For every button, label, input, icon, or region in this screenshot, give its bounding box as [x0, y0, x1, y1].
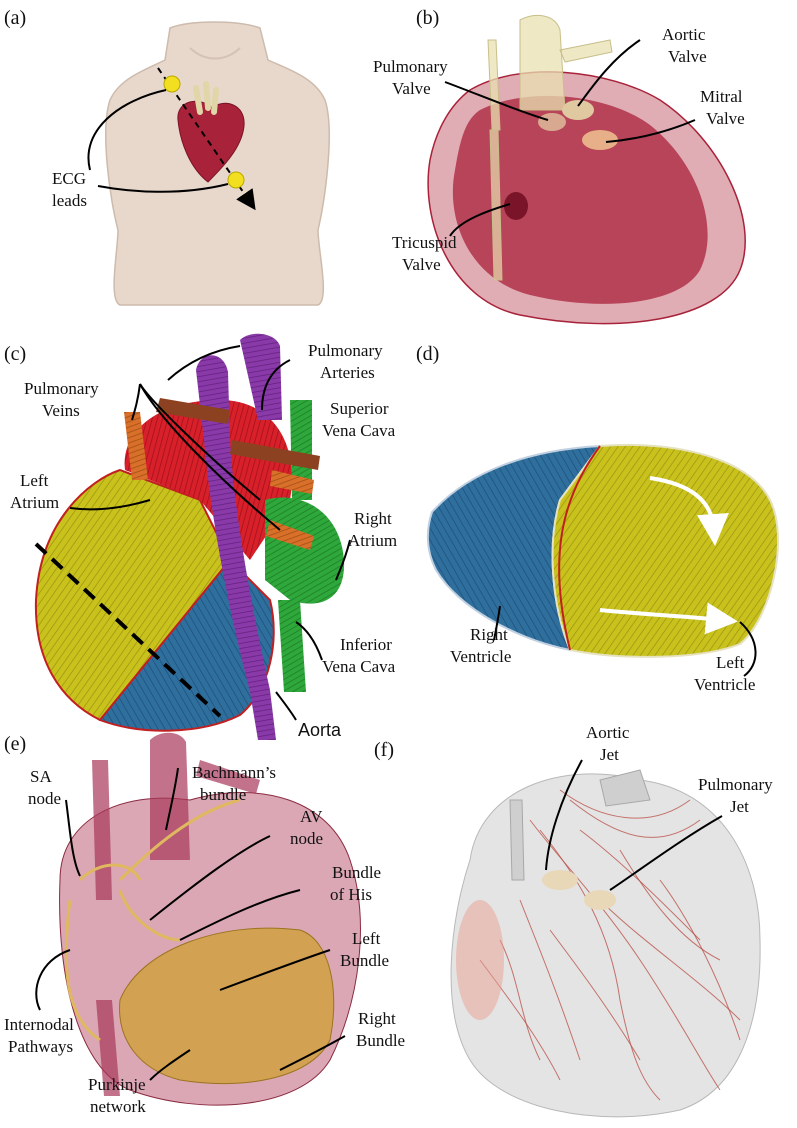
label-pulmonary-veins-2: Veins — [42, 401, 80, 420]
internodal-pathways — [64, 863, 181, 1042]
great-vessels-e — [92, 732, 260, 900]
pulmonary-artery-branch — [156, 398, 230, 424]
label-left-atrium-2: Atrium — [10, 493, 59, 512]
label-sa-node-2: node — [28, 789, 61, 808]
pulmonary-vein — [124, 412, 148, 480]
label-right-ventricle-1: Right — [470, 625, 508, 644]
label-svc-1: Superior — [330, 399, 389, 418]
pulmonary-vein — [270, 470, 314, 494]
panel-b: (b) Pulmonary Valve Aortic Valve Mitral … — [373, 7, 746, 325]
label-purkinje-2: network — [90, 1097, 146, 1116]
panel-a: (a) ECG leads — [4, 7, 330, 306]
valve-f — [542, 870, 578, 890]
label-right-atrium-1: Right — [354, 509, 392, 528]
label-pulmonary-veins-1: Pulmonary — [24, 379, 99, 398]
panel-d: (d) Right Ventricle Left Ventricle — [416, 343, 779, 694]
label-svc-2: Vena Cava — [322, 421, 396, 440]
label-av-node-1: AV — [300, 807, 323, 826]
bachmanns-bundle — [118, 798, 241, 882]
valve-pulmonary — [538, 113, 566, 131]
label-internodal-1: Internodal — [4, 1015, 74, 1034]
label-purkinje-1: Purkinje — [88, 1075, 146, 1094]
panel-d-tag: (d) — [416, 343, 439, 365]
label-ecg-1: ECG — [52, 169, 86, 188]
label-pulmonary-arteries-1: Pulmonary — [308, 341, 383, 360]
panel-a-tag: (a) — [4, 7, 26, 29]
heart-inner — [452, 95, 708, 304]
label-right-bundle-2: Bundle — [356, 1031, 405, 1050]
panel-b-tag: (b) — [416, 7, 439, 29]
label-mitral-valve-2: Valve — [706, 109, 745, 128]
valve-tricuspid — [504, 192, 528, 220]
inferior-vena-cava — [278, 600, 306, 692]
label-pulmonary-jet-2: Jet — [730, 797, 749, 816]
label-right-atrium-2: Atrium — [348, 531, 397, 550]
valve-mitral — [582, 130, 618, 150]
label-pulmonary-jet-1: Pulmonary — [698, 775, 773, 794]
label-left-bundle-1: Left — [352, 929, 381, 948]
label-bachmann-1: Bachmann’s — [192, 763, 276, 782]
label-left-bundle-2: Bundle — [340, 951, 389, 970]
left-ventricle-yellow — [34, 468, 232, 722]
label-right-ventricle-2: Ventricle — [450, 647, 511, 666]
label-aortic-jet-2: Jet — [600, 745, 619, 764]
label-left-atrium-1: Left — [20, 471, 49, 490]
label-tricuspid-valve-1: Tricuspid — [392, 233, 457, 252]
arrow-icon — [599, 602, 738, 635]
label-bachmann-2: bundle — [200, 785, 246, 804]
aorta — [196, 355, 276, 740]
superior-vena-cava — [290, 400, 312, 500]
label-left-ventricle-1: Left — [716, 653, 745, 672]
label-aortic-valve-1: Aortic — [662, 25, 706, 44]
panel-c: (c) Pulmonary Arteries Pulmonary Veins S… — [4, 333, 397, 740]
ecg-electrode-icon — [227, 171, 245, 189]
label-ivc-1: Inferior — [340, 635, 392, 654]
label-mitral-valve-1: Mitral — [700, 87, 743, 106]
pulmonary-artery-branch — [230, 440, 320, 470]
ecg-electrode-icon — [163, 75, 181, 93]
label-aorta: Aorta — [298, 720, 342, 740]
panel-c-tag: (c) — [4, 343, 26, 365]
label-av-node-2: node — [290, 829, 323, 848]
label-ecg-2: leads — [52, 191, 87, 210]
label-left-ventricle-2: Ventricle — [694, 675, 755, 694]
panel-f: (f) Aortic Jet Pulmonary Jet — [374, 723, 773, 1118]
right-atrium-green — [265, 497, 345, 604]
panel-e-tag: (e) — [4, 733, 26, 755]
label-aortic-jet-1: Aortic — [586, 723, 630, 742]
label-internodal-2: Pathways — [8, 1037, 73, 1056]
label-aortic-valve-2: Valve — [668, 47, 707, 66]
arrow-icon — [649, 476, 729, 546]
flow-streamlines — [479, 789, 741, 1101]
label-his-2: of His — [330, 885, 372, 904]
label-tricuspid-valve-2: Valve — [402, 255, 441, 274]
label-sa-node-1: SA — [30, 767, 52, 786]
label-his-1: Bundle — [332, 863, 381, 882]
valve-aortic — [562, 100, 594, 120]
panel-f-tag: (f) — [374, 739, 394, 761]
valve-f — [584, 890, 616, 910]
label-right-bundle-1: Right — [358, 1009, 396, 1028]
panel-e: (e) SA node Bachmann’s bundle AV node Bu… — [4, 732, 405, 1116]
heart-small — [177, 81, 245, 183]
label-pulmonary-valve-2: Valve — [392, 79, 431, 98]
label-pulmonary-arteries-2: Arteries — [320, 363, 375, 382]
label-ivc-2: Vena Cava — [322, 657, 396, 676]
label-pulmonary-valve-1: Pulmonary — [373, 57, 448, 76]
